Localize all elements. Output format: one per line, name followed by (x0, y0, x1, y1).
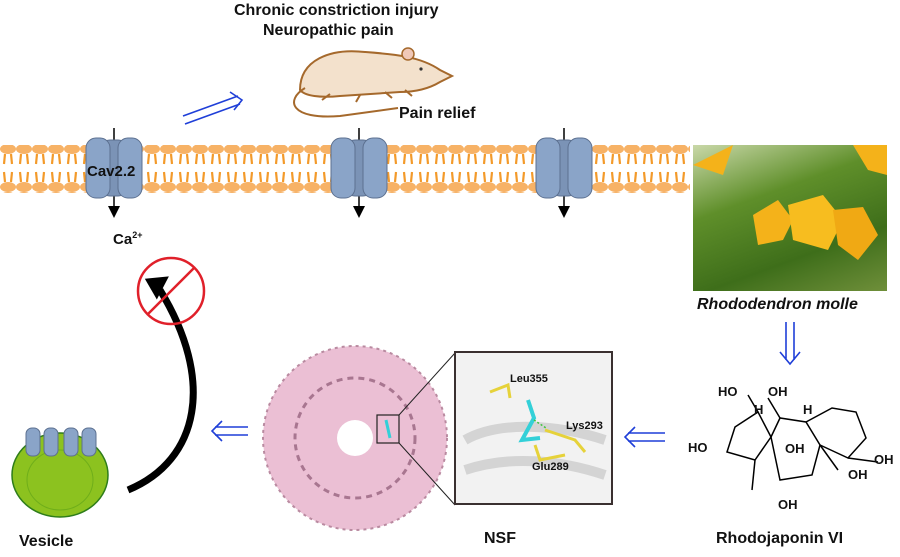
compound-group-ho-1: HO (718, 384, 738, 399)
compound-group-h-1: H (754, 402, 764, 417)
compound-group-h-2: H (803, 402, 813, 417)
compound-name-label: Rhodojaponin VI (716, 530, 844, 547)
double-arrow-to-vesicle-icon (210, 420, 248, 442)
release-arrow (126, 288, 197, 494)
nsf-protein-structure (262, 345, 456, 531)
calcium-ion-label: Ca2+ (113, 230, 142, 248)
double-arrow-to-nsf-icon (623, 426, 665, 448)
inhibition-icon (136, 256, 206, 326)
vesicle-label: Vesicle (19, 533, 74, 550)
calcium-ion-charge: 2+ (132, 230, 143, 240)
compound-group-oh-2: OH (785, 441, 805, 456)
docking-inset (454, 351, 613, 505)
cav22-channel (85, 128, 143, 218)
condition-title-line2: Neuropathic pain (263, 22, 394, 39)
double-arrow-to-compound-icon (779, 322, 801, 366)
rhododendron-photo (693, 145, 887, 291)
compound-group-oh-4: OH (848, 467, 868, 482)
calcium-channel-3 (535, 128, 593, 218)
rhodojaponin-vi-structure (726, 394, 879, 491)
condition-title-line1: Chronic constriction injury (234, 2, 439, 19)
double-arrow-to-outcome-icon (182, 91, 244, 125)
residue-label-leu355: Leu355 (510, 373, 548, 385)
cav22-label: Cav2.2 (87, 163, 136, 180)
calcium-ion-symbol: Ca (113, 231, 133, 248)
pain-relief-label: Pain relief (399, 105, 476, 122)
compound-group-oh-3: OH (778, 497, 798, 512)
vesicle (11, 427, 109, 518)
mouse-illustration (293, 47, 455, 118)
compound-group-oh-5: OH (874, 452, 894, 467)
release-arrowhead-icon (144, 276, 169, 300)
plant-name-label: Rhododendron molle (697, 296, 858, 313)
nsf-label: NSF (484, 530, 516, 547)
calcium-channel-2 (330, 128, 388, 218)
residue-label-lys293: Lys293 (566, 420, 603, 432)
compound-group-ho-2: HO (688, 440, 708, 455)
residue-label-glu289: Glu289 (532, 461, 569, 473)
compound-group-oh-1: OH (768, 384, 788, 399)
